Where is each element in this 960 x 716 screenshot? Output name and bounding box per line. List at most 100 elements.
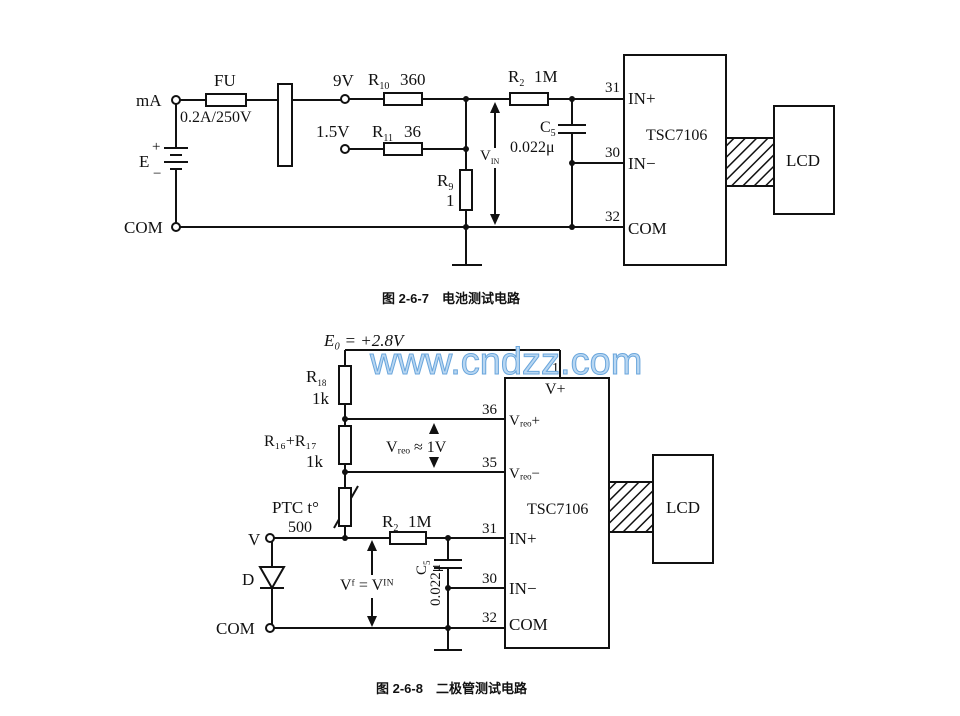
diode-test-circuit: E₀ = +2.8V R18 1k R₁₆+R₁₇ 1k PTC t° 500 … xyxy=(216,331,714,696)
terminal-1v5 xyxy=(340,144,350,154)
label-c5: C5 0.022μ xyxy=(510,119,556,156)
resistor-r9 xyxy=(459,169,473,211)
battery-symbol xyxy=(164,147,188,176)
diode-d xyxy=(258,566,286,591)
label-d: D xyxy=(242,570,254,589)
svg-text:C5: C5 xyxy=(414,560,432,575)
pin-in-minus-2: IN− xyxy=(509,579,537,598)
circuit-2-wires xyxy=(271,349,561,651)
svg-text:R2: R2 xyxy=(508,67,524,89)
svg-text:1: 1 xyxy=(446,191,455,210)
svg-text:0.022μ: 0.022μ xyxy=(428,564,444,606)
lcd-display-2 xyxy=(652,454,714,564)
svg-text:0.022μ: 0.022μ xyxy=(510,139,555,156)
label-vref: Vᵣₑₒ ≈ 1V xyxy=(386,439,447,456)
resistor-r11 xyxy=(383,142,423,156)
label-plus: + xyxy=(152,139,160,155)
ptc-thermistor xyxy=(338,487,352,527)
label-v: V xyxy=(248,530,261,549)
label-r16-r17: R₁₆+R₁₇ 1k xyxy=(264,433,324,471)
label-r10: R10 360 xyxy=(368,70,426,92)
label-c5-2: C5 0.022μ xyxy=(414,560,444,606)
label-r11: R11 36 xyxy=(372,122,421,144)
chip-label: TSC7106 xyxy=(646,127,707,144)
tsc7106-chip-2 xyxy=(504,377,610,649)
label-e: E xyxy=(139,152,149,171)
pin-36: 36 xyxy=(482,402,498,418)
pin-30: 30 xyxy=(605,145,620,161)
pin-in-minus: IN− xyxy=(628,154,656,173)
label-e0: E₀ = +2.8V xyxy=(323,331,406,350)
pin-vref-minus: Vᵣₑₒ− xyxy=(509,466,540,482)
range-selector-switch xyxy=(277,83,293,167)
pin-com-2: COM xyxy=(509,615,548,634)
svg-text:1k: 1k xyxy=(306,452,324,471)
svg-text:C5: C5 xyxy=(540,119,556,139)
lcd-connector xyxy=(725,137,775,187)
label-com-2: COM xyxy=(216,619,255,638)
lcd-label: LCD xyxy=(786,151,820,170)
lcd-label-2: LCD xyxy=(666,498,700,517)
lcd-display xyxy=(773,105,835,215)
watermark: www.cndzz.com xyxy=(369,341,642,383)
com-terminal-2 xyxy=(265,623,275,633)
label-r2: R2 1M xyxy=(508,67,558,89)
fuse-symbol xyxy=(205,93,247,107)
circuit-1-wires xyxy=(175,98,624,266)
resistor-r2-2 xyxy=(389,531,427,545)
label-fuse-rating: 0.2A/250V xyxy=(180,109,252,126)
label-vf: Vᶠ = Vᴵᴺ xyxy=(340,577,394,594)
label-r2-2: R2 1M xyxy=(382,512,432,534)
svg-text:R9: R9 xyxy=(437,171,453,193)
label-9v: 9V xyxy=(333,71,355,90)
svg-text:R11: R11 xyxy=(372,122,393,144)
pin-31: 31 xyxy=(605,80,620,96)
capacitor-c5 xyxy=(558,124,586,134)
battery-test-circuit: mA COM E + − FU 0.2A/250V 9V 1.5V R10 36… xyxy=(124,54,835,306)
label-minus: − xyxy=(153,166,161,182)
label-com: COM xyxy=(124,218,163,237)
label-ptc: PTC t° 500 xyxy=(272,498,319,536)
label-fuse: FU xyxy=(214,71,236,90)
chip-label-2: TSC7106 xyxy=(527,501,588,518)
svg-text:R2: R2 xyxy=(382,512,398,534)
label-vin: VIN xyxy=(480,148,500,166)
caption-1: 图 2-6-7 电池测试电路 xyxy=(382,291,521,306)
pin-32-2: 32 xyxy=(482,610,497,626)
pin-in-plus: IN+ xyxy=(628,89,656,108)
label-r9: R9 1 xyxy=(437,171,455,210)
resistor-r2 xyxy=(509,92,549,106)
pin-in-plus-2: IN+ xyxy=(509,529,537,548)
svg-text:36: 36 xyxy=(404,122,421,141)
junction-dots-2 xyxy=(342,416,451,631)
terminal-9v xyxy=(340,94,350,104)
lcd-connector-2 xyxy=(608,481,654,533)
label-r18: R18 1k xyxy=(306,367,330,408)
svg-text:PTC t°: PTC t° xyxy=(272,498,319,517)
svg-text:360: 360 xyxy=(400,70,426,89)
svg-text:1M: 1M xyxy=(408,512,432,531)
svg-text:1k: 1k xyxy=(312,389,330,408)
resistor-r16-r17 xyxy=(338,425,352,465)
svg-text:R18: R18 xyxy=(306,367,327,388)
resistor-r18 xyxy=(338,365,352,405)
pin-32: 32 xyxy=(605,209,620,225)
resistor-r10 xyxy=(383,92,423,106)
junction-dots xyxy=(463,96,575,230)
label-ma: mA xyxy=(136,91,162,110)
v-terminal xyxy=(265,533,275,543)
pin-com: COM xyxy=(628,219,667,238)
com-terminal xyxy=(171,222,181,232)
pin-30-2: 30 xyxy=(482,571,497,587)
svg-text:1M: 1M xyxy=(534,67,558,86)
tsc7106-chip xyxy=(623,54,727,266)
pin-vref-plus: Vᵣₑₒ+ xyxy=(509,413,540,429)
pin-1: 1 xyxy=(552,361,559,376)
label-1v5: 1.5V xyxy=(316,122,350,141)
svg-text:R₁₆+R₁₇: R₁₆+R₁₇ xyxy=(264,433,317,450)
caption-2: 图 2-6-8 二极管测试电路 xyxy=(376,681,528,696)
ma-terminal xyxy=(171,95,181,105)
pin-35: 35 xyxy=(482,455,497,471)
pin-31-2: 31 xyxy=(482,521,497,537)
